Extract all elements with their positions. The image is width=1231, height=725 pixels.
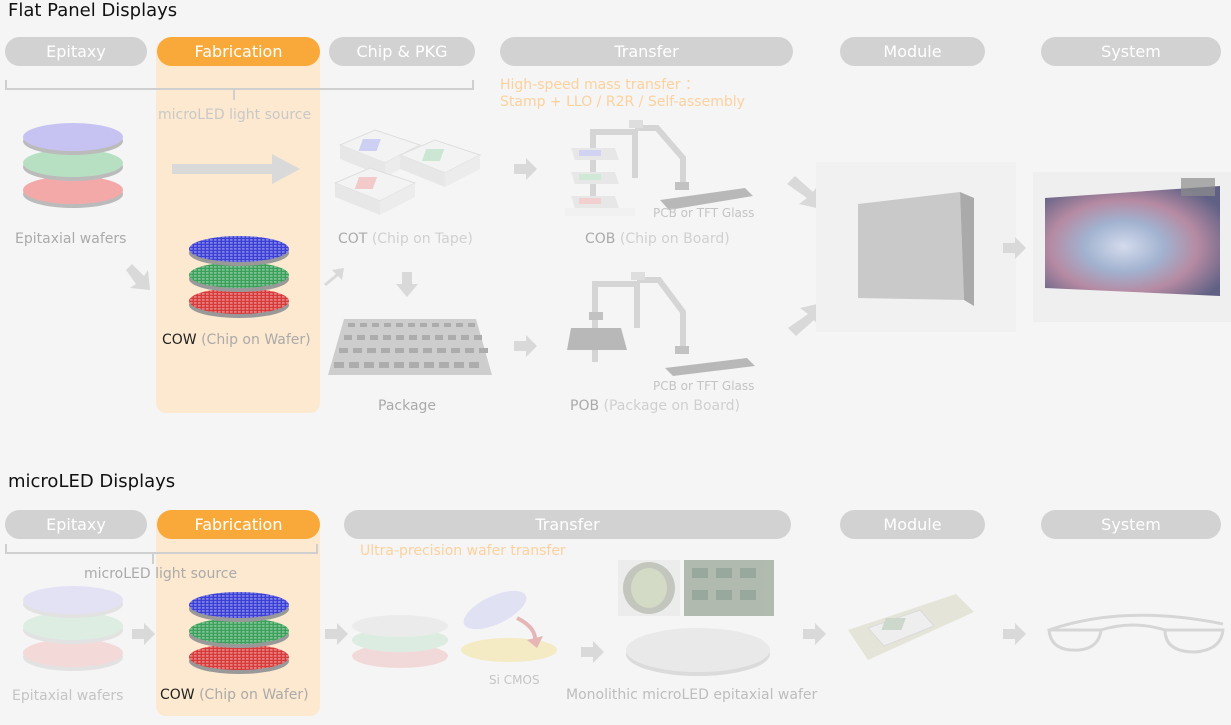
pob-main: POB xyxy=(570,398,600,414)
package-grid-image xyxy=(328,319,492,375)
monolithic-label: Monolithic microLED epitaxial wafer xyxy=(566,687,818,703)
stage-system-2[interactable]: System xyxy=(1041,510,1221,539)
cow-wafers-image xyxy=(189,236,289,318)
stage-fabrication-2[interactable]: Fabrication xyxy=(157,510,320,539)
microled-module-image xyxy=(848,594,974,660)
pob-label: POB (Package on Board) xyxy=(570,398,740,414)
stage-module[interactable]: Module xyxy=(840,37,985,66)
arrow-right-small-icon-2 xyxy=(514,335,537,357)
cot-label: COT (Chip on Tape) xyxy=(338,231,473,247)
cot-tape-image xyxy=(333,129,482,215)
module-panel-image xyxy=(858,192,974,306)
cot-main: COT xyxy=(338,231,368,247)
arrow-right-icon-2 xyxy=(132,623,155,645)
bracket-label-2: microLED light source xyxy=(84,566,238,582)
transfer-note-line2: Stamp + LLO / R2R / Self-assembly xyxy=(500,94,745,110)
cow-paren: (Chip on Wafer) xyxy=(201,332,311,348)
transfer-wafers-image xyxy=(352,615,448,668)
arrow-right-icon-5 xyxy=(803,623,826,645)
light-source-bracket-2 xyxy=(5,544,318,564)
arrow-right-icon-6 xyxy=(1003,623,1026,645)
epitaxial-wafers-image-2 xyxy=(23,586,123,671)
stage-system[interactable]: System xyxy=(1041,37,1221,66)
si-cmos-label: Si CMOS xyxy=(489,673,540,687)
stage-module-2[interactable]: Module xyxy=(840,510,985,539)
arrow-right-small-icon xyxy=(514,158,537,180)
stage-epitaxy[interactable]: Epitaxy xyxy=(5,37,147,66)
microled-title: microLED Displays xyxy=(8,471,176,492)
si-cmos-image xyxy=(461,590,557,662)
arrow-up-right-icon xyxy=(324,268,344,286)
stage-chip-pkg[interactable]: Chip & PKG xyxy=(329,37,475,66)
cow-main-2: COW xyxy=(160,687,195,703)
pob-paren: (Package on Board) xyxy=(603,398,740,414)
flat-panel-title: Flat Panel Displays xyxy=(8,0,178,21)
monolithic-wafer-image xyxy=(626,628,770,676)
cob-robot-image xyxy=(565,120,753,216)
microscope-photos-image xyxy=(618,560,774,616)
transfer-note-line1: High-speed mass transfer ： xyxy=(500,77,699,93)
bracket-label: microLED light source xyxy=(158,107,312,123)
cow-paren-2: (Chip on Wafer) xyxy=(199,687,309,703)
cot-paren: (Chip on Tape) xyxy=(371,231,473,247)
cob-label: COB (Chip on Board) xyxy=(585,231,730,247)
cow-label: COW (Chip on Wafer) xyxy=(162,332,311,348)
ar-glasses-image xyxy=(1047,613,1225,654)
arrow-right-icon-3 xyxy=(325,623,348,645)
cob-paren: (Chip on Board) xyxy=(619,231,730,247)
arrow-down-icon xyxy=(396,272,418,297)
stage-transfer-2[interactable]: Transfer xyxy=(344,510,791,539)
transfer-note-2: Ultra-precision wafer transfer xyxy=(360,543,566,559)
arrow-diagonal-icon xyxy=(126,264,150,290)
stage-epitaxy-2[interactable]: Epitaxy xyxy=(5,510,147,539)
cow-wafers-image-2 xyxy=(189,592,289,674)
cow-main: COW xyxy=(162,332,197,348)
stage-fabrication[interactable]: Fabrication xyxy=(157,37,320,66)
transfer-note: High-speed mass transfer ： Stamp + LLO /… xyxy=(500,77,745,111)
epitaxial-wafers-image xyxy=(23,123,123,208)
cow-label-2: COW (Chip on Wafer) xyxy=(160,687,309,703)
arrow-down-right-icon xyxy=(787,176,825,210)
epitaxial-label-2: Epitaxial wafers xyxy=(12,688,124,704)
pob-robot-image xyxy=(567,272,755,376)
arrow-right-module-icon xyxy=(1003,237,1026,259)
system-display-image xyxy=(1045,178,1220,296)
light-source-bracket xyxy=(5,80,474,100)
epitaxial-label: Epitaxial wafers xyxy=(15,231,127,247)
arrow-right-icon-4 xyxy=(581,641,604,663)
package-label: Package xyxy=(378,398,437,414)
arrow-right-icon xyxy=(172,154,300,184)
cob-main: COB xyxy=(585,231,616,247)
pcb-bottom-label: PCB or TFT Glass xyxy=(653,379,755,393)
stage-transfer[interactable]: Transfer xyxy=(500,37,793,66)
fabrication-highlight xyxy=(156,40,320,413)
pcb-top-label: PCB or TFT Glass xyxy=(653,206,755,220)
